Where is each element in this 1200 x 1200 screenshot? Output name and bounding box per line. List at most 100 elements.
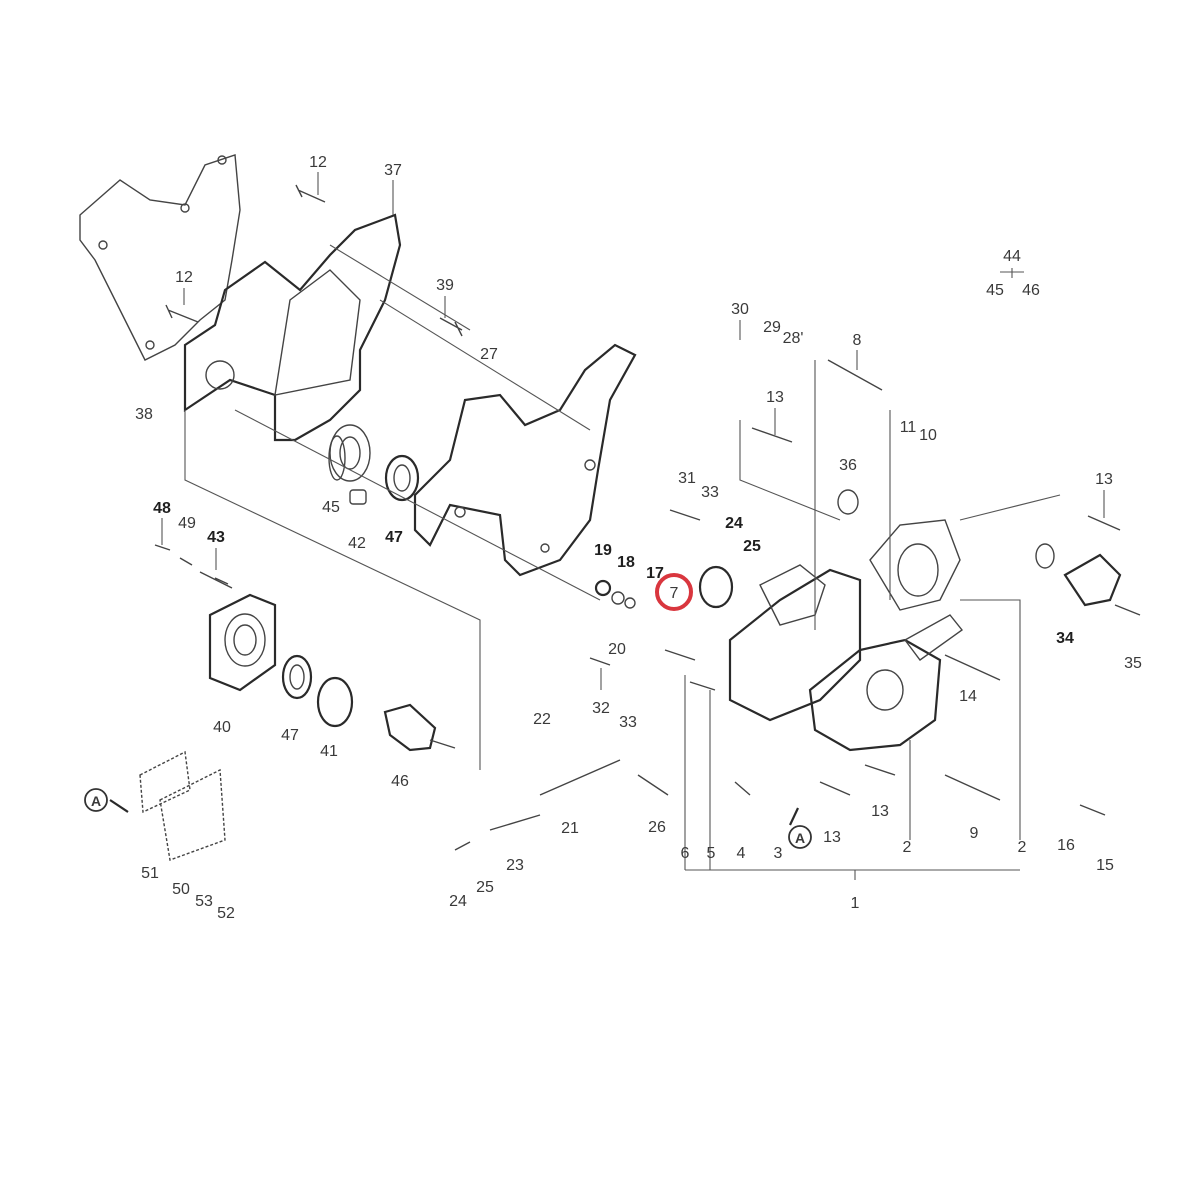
bolt-13-a (751, 427, 793, 443)
bearing-47 (384, 454, 420, 502)
part-label: 37 (384, 162, 402, 179)
part-label: 8 (853, 332, 862, 349)
bolt-12-left (165, 304, 199, 323)
part-label: 15 (1096, 857, 1114, 874)
part-label: 9 (970, 825, 979, 842)
part-label: 12 (309, 154, 327, 171)
part-label: 43 (207, 529, 225, 546)
highlight-ring (655, 573, 693, 611)
bolt-24 (454, 841, 471, 851)
cap-36 (837, 489, 859, 515)
bolt-13-d (819, 781, 851, 796)
part-label: 48 (153, 500, 171, 517)
part-label: 5 (707, 845, 716, 862)
part-label: 30 (731, 301, 749, 318)
part-label: 24 (449, 893, 467, 910)
bush-42 (349, 489, 367, 505)
bolt-8 (827, 359, 883, 391)
part-label: 25 (743, 538, 761, 555)
part-label: 50 (172, 881, 190, 898)
bolt-14 (944, 654, 1001, 681)
part-label: 24 (725, 515, 743, 532)
bolt-15 (1079, 804, 1106, 816)
part-label: 33 (701, 484, 719, 501)
part-labels: 1 2 2 3 4 5 6 7 9 8 10 11 12 12 13 13 13… (135, 154, 1142, 922)
part-label: 20 (608, 641, 626, 658)
shaft-21 (539, 759, 621, 796)
part-label: 46 (1022, 282, 1040, 299)
gasket-27 (413, 343, 637, 577)
stud-5 (689, 681, 716, 691)
part-label: 16 (1057, 837, 1075, 854)
svg-text:A: A (91, 793, 101, 809)
part-label: 17 (646, 565, 664, 582)
label-leaders (161, 172, 1105, 690)
part-label: 25 (476, 879, 494, 896)
gasket-38 (79, 154, 241, 361)
part-label: 19 (594, 542, 612, 559)
stud-43 (199, 571, 233, 589)
bolt-13-b (1087, 515, 1121, 531)
part-label: 53 (195, 893, 213, 910)
shaft-46 (383, 703, 456, 752)
bolt-35 (1114, 604, 1141, 616)
part-label: 2 (1018, 839, 1027, 856)
part-label: 44 (1003, 248, 1021, 265)
nut-19 (594, 579, 612, 597)
part-label: 47 (281, 727, 299, 744)
part-label: 40 (213, 719, 231, 736)
front-plate-37 (183, 213, 402, 442)
callout-a-right: A (788, 807, 812, 849)
part-label: 12 (175, 269, 193, 286)
gear-45 (328, 424, 371, 482)
bolt-13-c (864, 764, 896, 776)
bolt-9 (944, 774, 1001, 801)
cover-51 (139, 750, 226, 861)
main-housing-1 (728, 519, 964, 752)
bolt-32 (589, 657, 611, 666)
assembly-lines (184, 244, 1061, 880)
part-label: 10 (919, 427, 937, 444)
part-label: 41 (320, 743, 338, 760)
part-label: 1 (851, 895, 860, 912)
bearing-47-left (281, 654, 313, 700)
part-label: 49 (178, 515, 196, 532)
part-label: 45 (322, 499, 340, 516)
o-ring-41 (316, 676, 354, 728)
part-label-highlighted: 7 (670, 585, 679, 602)
part-label: 27 (480, 346, 498, 363)
pin-49 (179, 557, 193, 566)
part-label: 22 (533, 711, 551, 728)
pin-48 (154, 544, 171, 551)
washer-18 (611, 591, 625, 605)
stud-26 (637, 774, 669, 796)
part-label: 47 (385, 529, 403, 546)
part-label: 52 (217, 905, 235, 922)
part-label: 46 (391, 773, 409, 790)
washer-17 (624, 597, 636, 609)
oil-seal-6 (698, 565, 734, 609)
part-label: 29 (763, 319, 781, 336)
filter-head-34 (1035, 543, 1122, 607)
part-label: 14 (959, 688, 977, 705)
part-label: 38 (135, 406, 153, 423)
part-label: 28' (783, 330, 804, 347)
bolt-39 (439, 317, 463, 337)
part-label: 31 (678, 470, 696, 487)
part-label: 34 (1056, 630, 1074, 647)
housing-40 (208, 593, 277, 692)
part-label: 13 (1095, 471, 1113, 488)
part-label: 26 (648, 819, 666, 836)
part-label: 36 (839, 457, 857, 474)
stud-4 (734, 781, 751, 796)
part-label: 21 (561, 820, 579, 837)
part-label: 11 (900, 419, 917, 436)
part-label: 33 (619, 714, 637, 731)
part-label: 13 (766, 389, 784, 406)
part-label: 3 (774, 845, 783, 862)
svg-text:A: A (795, 830, 805, 846)
part-label: 35 (1124, 655, 1142, 672)
part-label: 32 (592, 700, 610, 717)
part-label: 4 (737, 845, 746, 862)
